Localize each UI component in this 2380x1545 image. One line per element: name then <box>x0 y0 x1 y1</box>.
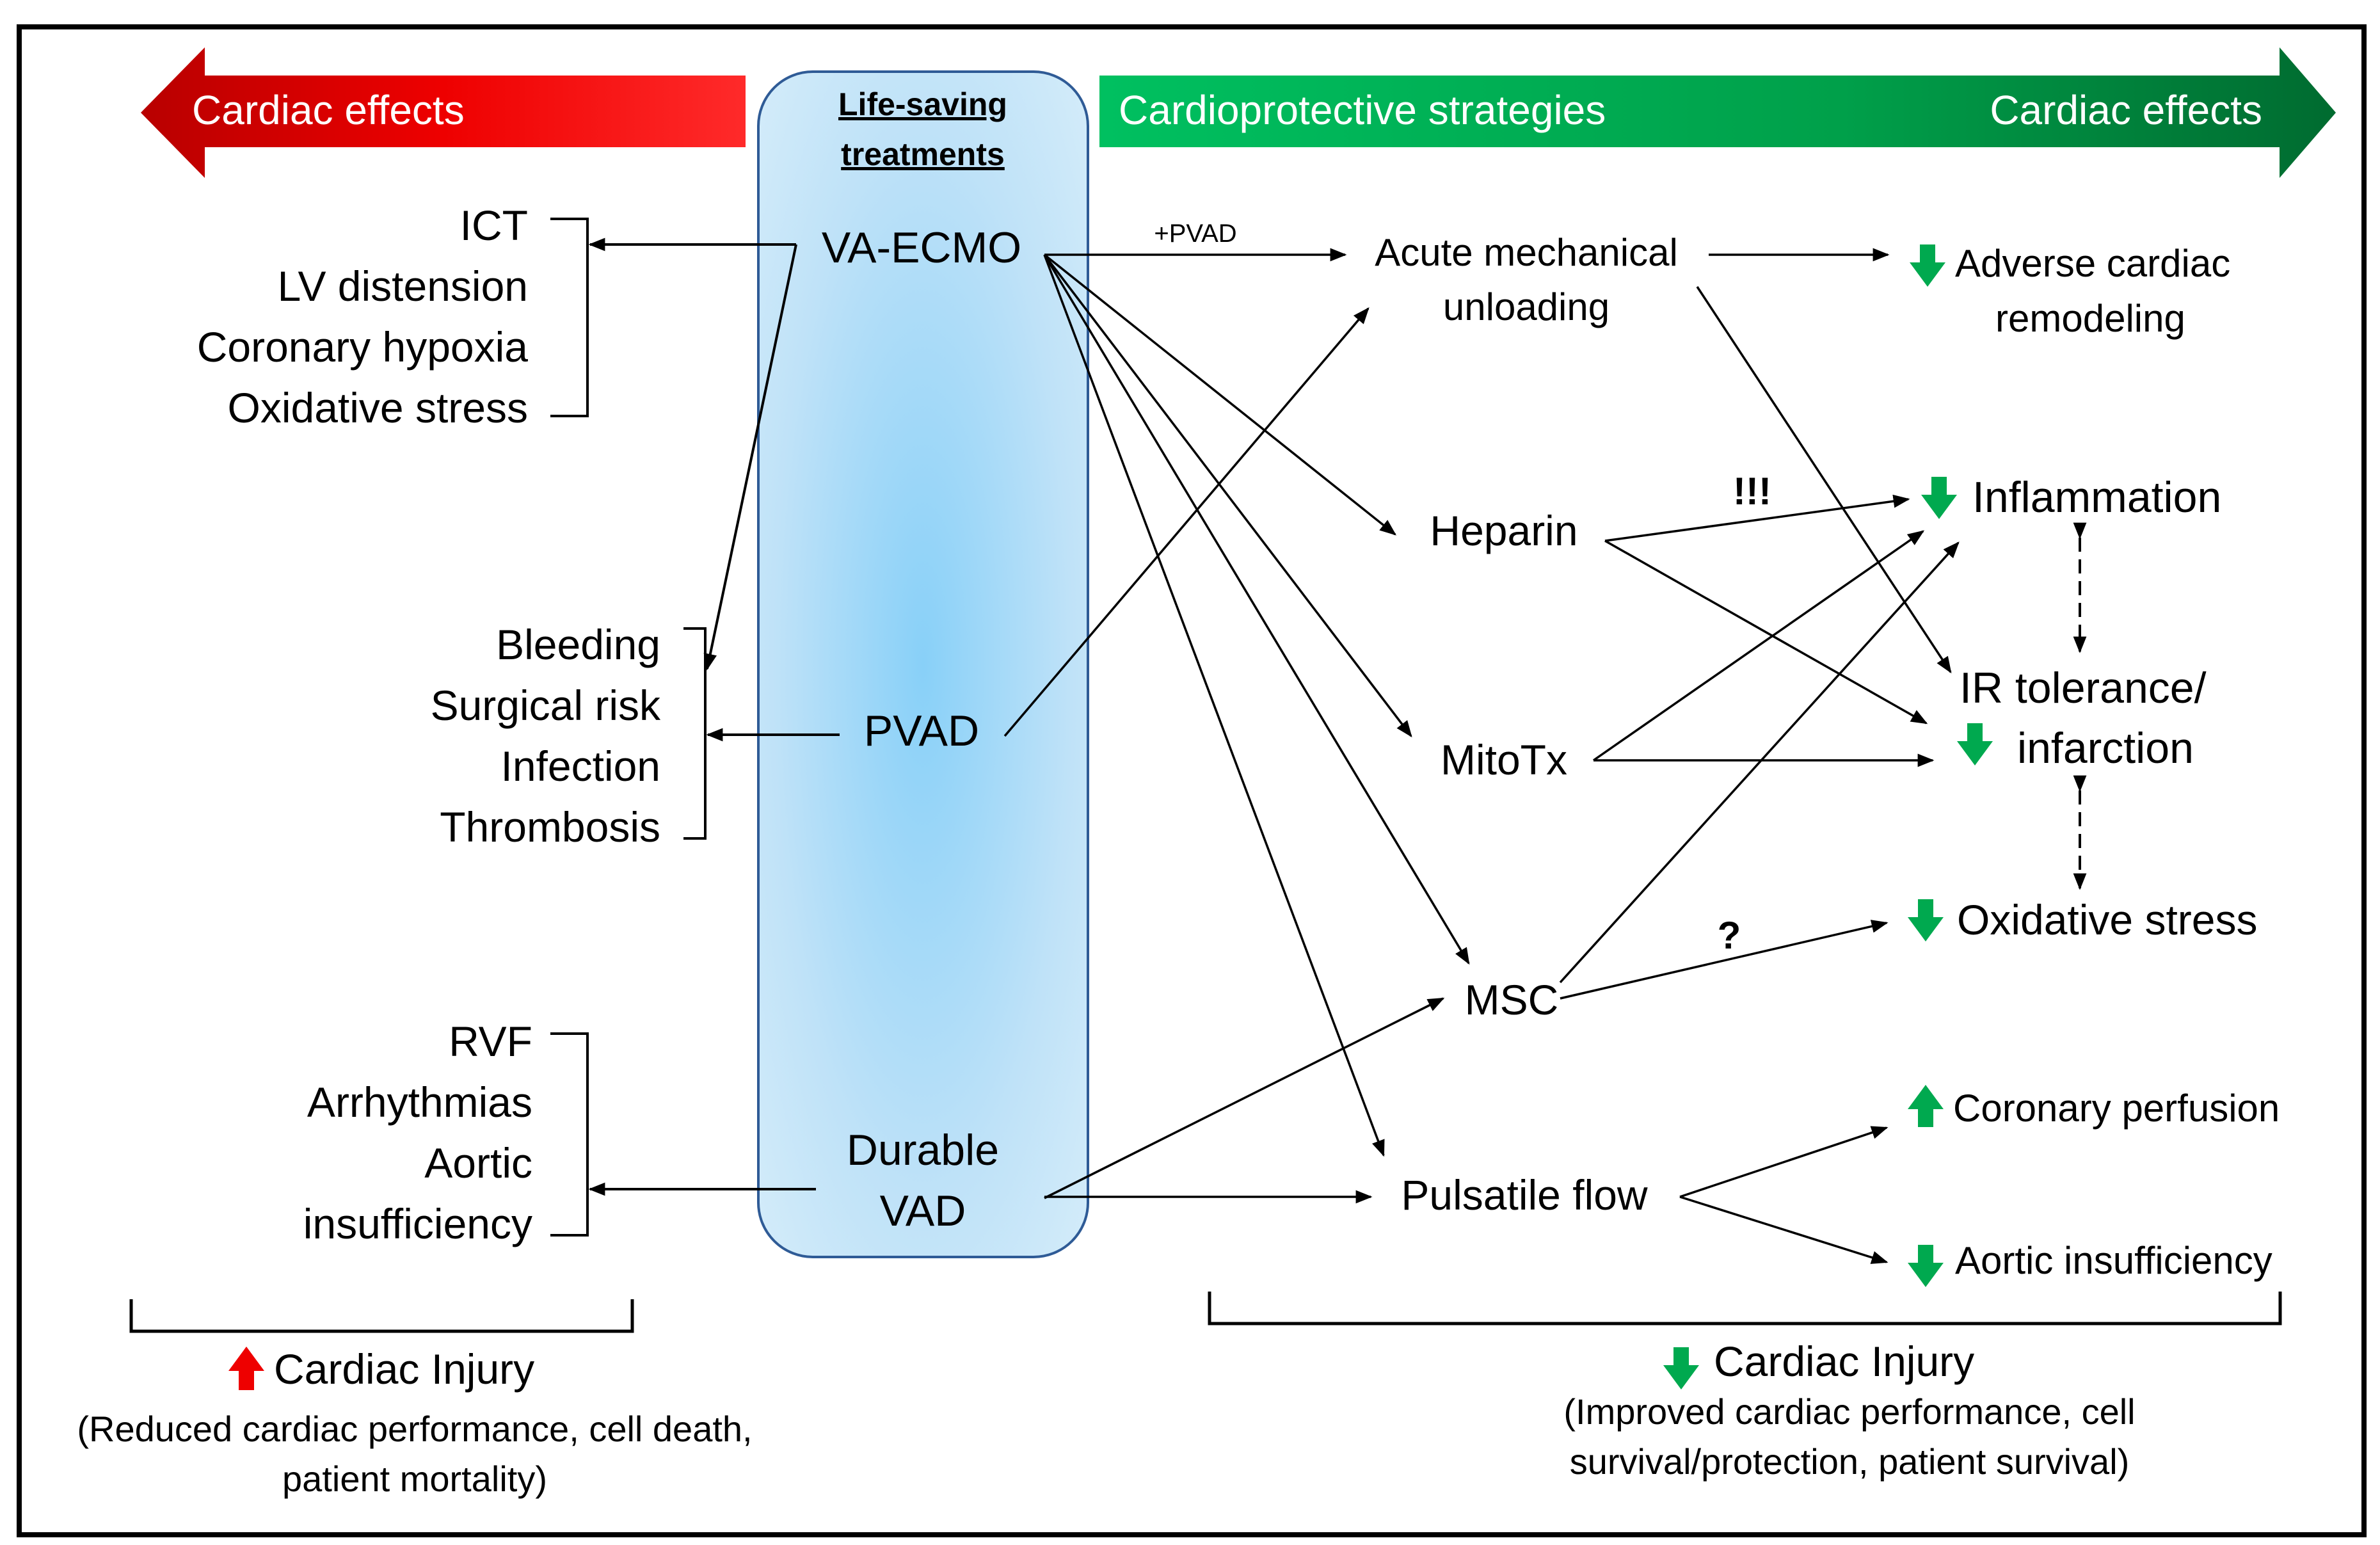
outcome-remodeling-line2: remodeling <box>1995 297 2185 340</box>
bottom-bracket-right <box>1208 1292 2282 1325</box>
effect-aortic: Aortic <box>424 1139 532 1187</box>
left-banner-arrow <box>141 47 746 178</box>
down-arrow-infarction-icon <box>1957 723 1993 765</box>
arrow-msc-to-inflammation <box>1559 541 1960 984</box>
arrow-heparin-to-inflammation <box>1604 494 1910 542</box>
arrow-vaecmo-to-msc <box>1043 254 1470 965</box>
footer-right-sub-line2: survival/protection, patient survival) <box>1570 1441 2130 1482</box>
effect-ict: ICT <box>460 202 528 249</box>
effect-bleeding: Bleeding <box>496 621 660 668</box>
bracket-vaecmo <box>550 218 589 417</box>
down-arrow-injury-icon <box>1663 1347 1699 1389</box>
footer-left-sub-line2: patient mortality) <box>282 1459 547 1499</box>
strategy-unloading-line1: Acute mechanical <box>1375 231 1678 274</box>
arrow-mitotx-to-inflammation <box>1593 530 1925 762</box>
effect-coronary-hypoxia: Coronary hypoxia <box>197 323 529 371</box>
effect-insufficiency: insufficiency <box>303 1200 532 1247</box>
label-plus-pvad: +PVAD <box>1154 220 1236 248</box>
up-arrow-injury-icon <box>228 1347 264 1390</box>
footer-right-sub-line1: (Improved cardiac performance, cell <box>1563 1391 2135 1432</box>
footer-left-title: Cardiac Injury <box>274 1345 534 1393</box>
bracket-pvad <box>683 627 707 840</box>
treatments-panel <box>757 70 1089 1258</box>
left-brackets <box>550 218 707 1237</box>
outcome-infarction-line2: infarction <box>2017 724 2194 772</box>
treatment-vaecmo: VA-ECMO <box>822 223 1021 272</box>
bottom-bracket-left <box>129 1299 634 1333</box>
label-question: ? <box>1718 914 1741 957</box>
outcome-oxidative-stress: Oxidative stress <box>1957 896 2257 943</box>
arrow-msc-to-oxidative <box>1560 920 1889 1000</box>
bracket-durable <box>550 1032 589 1237</box>
arrow-vaecmo-to-mitotx <box>1043 253 1412 738</box>
treatment-durable-line1: Durable <box>847 1126 999 1174</box>
down-arrow-inflammation-icon <box>1921 477 1957 519</box>
outcome-aortic-insufficiency: Aortic insufficiency <box>1955 1239 2272 1282</box>
arrow-pulsatile-to-coronary <box>1679 1126 1889 1198</box>
label-exclaim: !!! <box>1733 470 1771 513</box>
strategy-msc: MSC <box>1465 976 1559 1023</box>
treatment-durable-line2: VAD <box>880 1187 966 1235</box>
effect-surgical-risk: Surgical risk <box>431 682 661 729</box>
right-banner-left-label: Cardioprotective strategies <box>1119 87 1606 133</box>
arrow-pvad-to-unloading <box>1003 307 1370 737</box>
effect-oxidative-stress: Oxidative stress <box>228 384 528 431</box>
outcome-remodeling-line1: Adverse cardiac <box>1955 242 2230 285</box>
effect-lv-distension: LV distension <box>278 262 528 310</box>
strategy-heparin: Heparin <box>1430 507 1577 554</box>
right-banner-arrow <box>1099 47 2336 178</box>
figure-border <box>17 24 2367 1537</box>
treatment-pvad: PVAD <box>864 707 979 755</box>
down-arrow-remodeling-icon <box>1910 244 1945 287</box>
strategy-pulsatile-flow: Pulsatile flow <box>1401 1171 1648 1219</box>
panel-title-line2: treatments <box>841 136 1005 172</box>
strategy-mitotx: MitoTx <box>1441 736 1567 783</box>
effect-arrhythmias: Arrhythmias <box>307 1078 532 1126</box>
outcome-ir-tolerance-line1: IR tolerance/ <box>1960 664 2207 712</box>
down-arrow-aortic-icon <box>1908 1245 1944 1287</box>
arrow-heparin-to-ir <box>1604 540 1928 724</box>
panel-title-line1: Life-saving <box>838 86 1007 122</box>
down-arrow-oxidative-icon <box>1908 899 1944 941</box>
effect-infection: Infection <box>501 742 661 790</box>
left-banner-label: Cardiac effects <box>192 87 465 133</box>
footer-right-title: Cardiac Injury <box>1714 1338 1974 1385</box>
arrow-durable-to-msc <box>1044 997 1445 1199</box>
effect-thrombosis: Thrombosis <box>440 803 660 851</box>
up-arrow-coronary-icon <box>1908 1085 1944 1127</box>
outcome-coronary-perfusion: Coronary perfusion <box>1953 1087 2280 1130</box>
footer-left-sub-line1: (Reduced cardiac performance, cell death… <box>77 1409 752 1449</box>
strategy-unloading-line2: unloading <box>1443 285 1609 328</box>
arrow-vaecmo-to-heparin <box>1043 253 1397 536</box>
outcome-inflammation: Inflammation <box>1972 473 2221 522</box>
arrow-vaecmo-to-pulsatile <box>1043 254 1385 1157</box>
right-banner-right-label: Cardiac effects <box>1990 87 2262 133</box>
effect-rvf: RVF <box>449 1018 532 1065</box>
arrow-pulsatile-to-aortic <box>1679 1196 1889 1264</box>
arrow-vaecmo-to-bleeding <box>703 244 797 671</box>
arrow-unloading-to-ir <box>1696 286 1952 674</box>
